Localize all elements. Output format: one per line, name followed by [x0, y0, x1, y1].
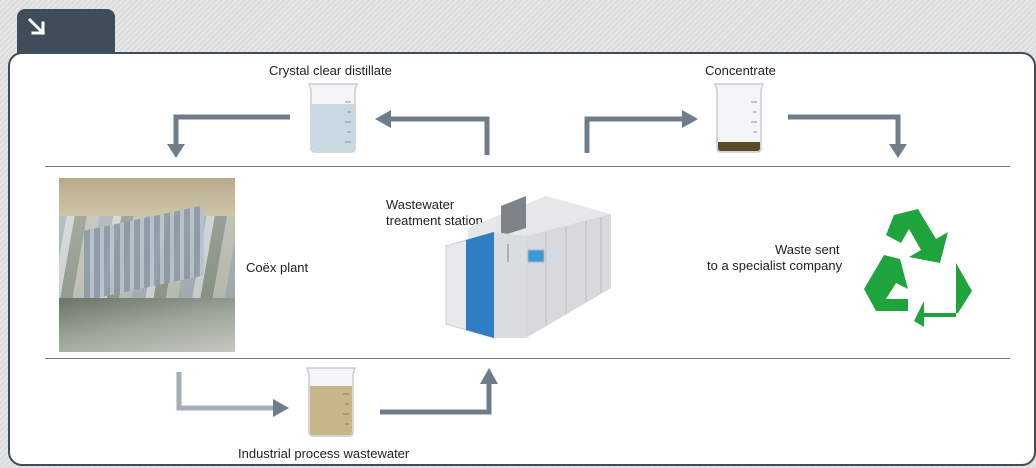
- photo-roofs: [84, 205, 204, 301]
- station-label-line2: treatment station: [386, 213, 483, 228]
- industrial-wastewater-label: Industrial process wastewater: [238, 446, 410, 461]
- distillate-beaker-icon: [307, 83, 359, 153]
- plant-aerial-photo: [59, 178, 235, 352]
- arrow-to-distillate: [375, 110, 490, 155]
- station-label-line1: Wastewater: [386, 197, 455, 212]
- wastewater-beaker-icon: [305, 367, 357, 437]
- divider-top: [45, 166, 1010, 167]
- treatment-station-icon: [445, 196, 611, 339]
- distillate-label: Crystal clear distillate: [269, 63, 392, 78]
- arrow-distillate-to-plant: [167, 114, 290, 158]
- waste-label-line2: to a specialist company: [707, 258, 843, 273]
- recycle-icon: [864, 209, 972, 327]
- arrow-down-right-icon: [27, 17, 46, 36]
- plant-label: Coëx plant: [246, 260, 309, 275]
- concentrate-beaker-icon: [713, 83, 765, 153]
- photo-foreground: [59, 298, 235, 352]
- photo-fields: [59, 178, 235, 216]
- section-tab: [17, 9, 115, 55]
- waste-label-line1: Waste sent: [775, 242, 840, 257]
- arrow-to-concentrate: [584, 110, 698, 153]
- arrow-concentrate-to-recycler: [788, 114, 907, 158]
- concentrate-label: Concentrate: [705, 63, 776, 78]
- arrow-plant-to-wastewater: [176, 372, 289, 417]
- divider-bottom: [45, 358, 1010, 359]
- arrow-wastewater-to-station: [380, 368, 498, 415]
